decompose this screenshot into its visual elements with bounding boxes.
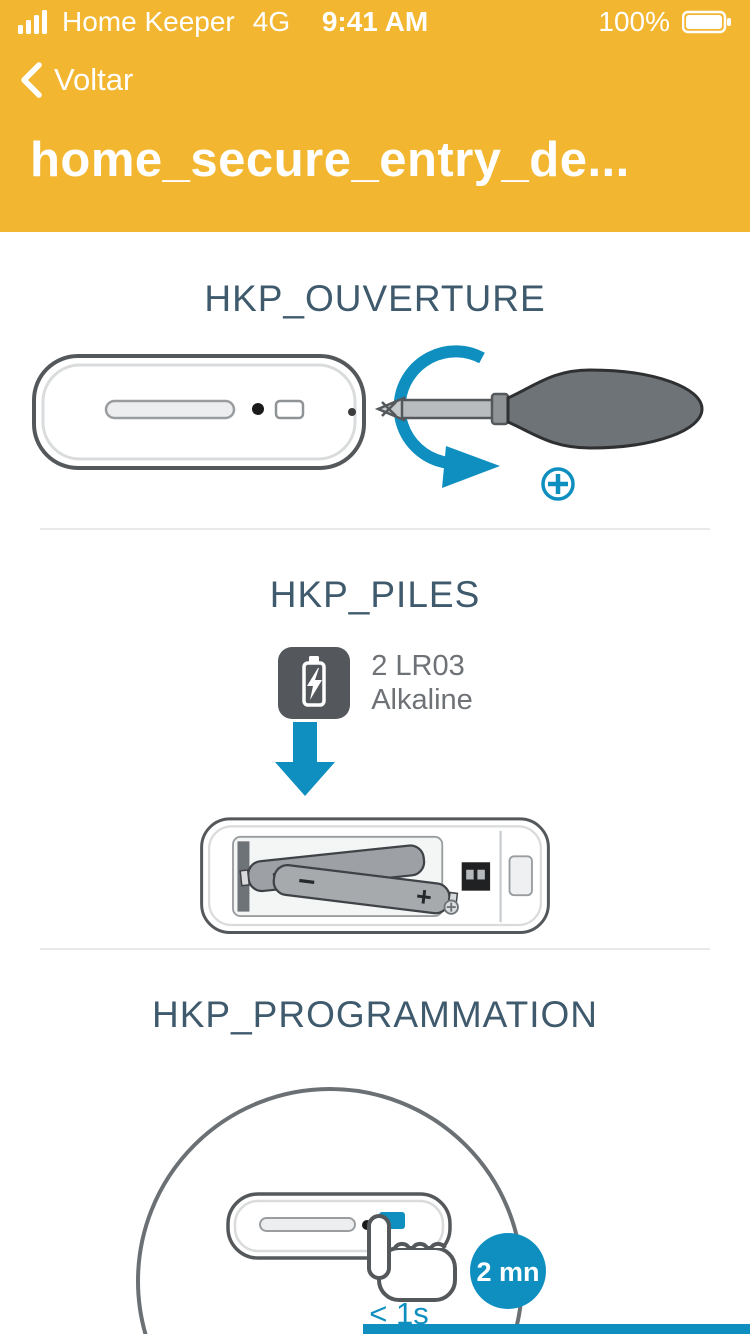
remote-device-small (226, 1192, 452, 1260)
piles-illustration: + − + (200, 817, 550, 935)
battery-spec-line1: 2 LR03 (371, 649, 465, 682)
battery-spec-row: 2 LR03 Alkaline (0, 646, 750, 720)
remote-device-illustration (32, 354, 366, 470)
rotation-arrow-icon (393, 345, 500, 488)
signal-icon (18, 10, 47, 34)
insert-direction (0, 722, 750, 798)
status-bar: Home Keeper 4G 9:41 AM 100% (0, 0, 750, 44)
page-title: home_secure_entry_de... (30, 133, 630, 187)
section-divider (40, 528, 710, 530)
section-piles: HKP_PILES 2 LR03 Alkaline (0, 574, 750, 950)
device-button (274, 399, 305, 420)
screwdriver-icon (374, 368, 704, 450)
battery-plus-mark: + (414, 881, 433, 913)
network-label: 4G (252, 6, 291, 37)
battery-icon (682, 10, 731, 34)
screw-icon (443, 899, 459, 915)
device-slot (259, 1217, 356, 1232)
down-arrow-icon (275, 722, 335, 796)
carrier-label: Home Keeper (62, 6, 235, 37)
hand-press-icon (367, 1214, 457, 1302)
ouverture-illustration (32, 345, 704, 501)
bottom-cutoff-bar (363, 1324, 750, 1334)
section-ouverture: HKP_OUVERTURE (0, 278, 750, 530)
back-button[interactable]: Voltar (18, 61, 133, 99)
device-led (252, 403, 264, 415)
status-left: Home Keeper 4G (18, 6, 290, 38)
programmation-illustration: < 1s 2 mn (136, 1087, 546, 1334)
battery-spec-line2: Alkaline (371, 684, 473, 716)
section-title-programmation: HKP_PROGRAMMATION (152, 994, 598, 1035)
clock: 9:41 AM (321, 6, 429, 37)
device-screw-hole (348, 408, 356, 416)
battery-percent: 100% (598, 6, 670, 37)
status-right: 100% (598, 6, 732, 38)
section-title-ouverture: HKP_OUVERTURE (204, 278, 546, 319)
battery-minus-mark: − (296, 864, 317, 899)
phillips-screw-icon (541, 467, 575, 501)
section-divider (40, 948, 710, 950)
duration-badge-label: 2 mn (476, 1257, 539, 1287)
device-slot (104, 399, 236, 420)
nav-bar: Voltar (0, 56, 750, 104)
connector-block (461, 862, 491, 891)
content-scroll-area[interactable]: HKP_OUVERTURE (0, 278, 750, 1334)
duration-badge: 2 mn (470, 1233, 546, 1309)
section-programmation: HKP_PROGRAMMATION (0, 994, 750, 1334)
battery-badge-icon (278, 647, 351, 719)
back-label: Voltar (54, 62, 134, 97)
battery-spec-text: 2 LR03 Alkaline (371, 649, 473, 717)
header: Home Keeper 4G 9:41 AM 100% Voltar (0, 0, 750, 232)
section-title-piles: HKP_PILES (269, 574, 481, 615)
back-chevron-icon (21, 62, 42, 98)
